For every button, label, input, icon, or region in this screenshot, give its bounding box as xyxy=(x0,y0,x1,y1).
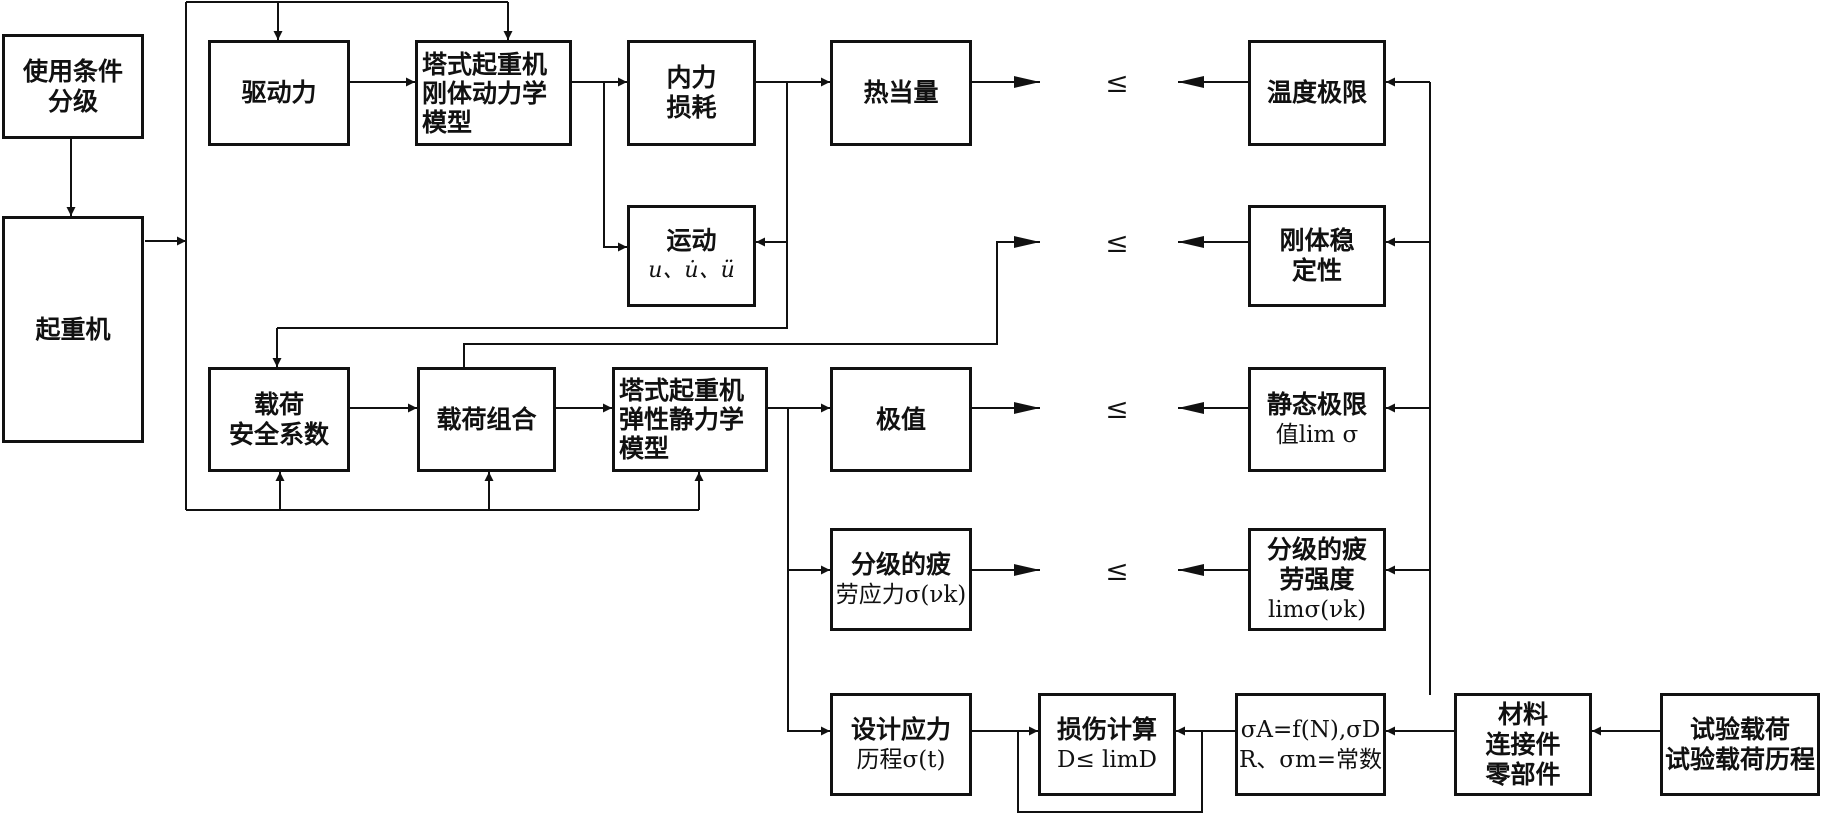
heat-equivalent-label: 热当量 xyxy=(863,78,939,107)
crane-box: 起重机 xyxy=(2,216,144,443)
elastic-model-line-2: 弹性静力学 xyxy=(619,405,745,434)
design-stress-line-1: 设计应力 xyxy=(850,714,951,744)
damage-calc-box: 损伤计算 D≤ limD xyxy=(1038,693,1176,796)
rigid-stability-box: 刚体稳 定性 xyxy=(1248,205,1386,307)
test-load-box: 试验载荷 试验载荷历程 xyxy=(1660,693,1820,796)
load-safety-line-2: 安全系数 xyxy=(228,419,329,449)
motion-label: 运动 xyxy=(666,226,717,255)
sn-params-line-2: R、σm=常数 xyxy=(1238,746,1383,773)
temp-limit-box: 温度极限 xyxy=(1248,40,1386,146)
materials-line-3: 零部件 xyxy=(1485,759,1561,789)
le-sign-4: ≤ xyxy=(1105,554,1129,587)
static-limit-formula: 值lim σ xyxy=(1275,421,1359,448)
design-stress-formula: 历程σ(t) xyxy=(856,746,946,773)
load-safety-line-1: 载荷 xyxy=(253,389,304,419)
static-limit-box: 静态极限 值lim σ xyxy=(1248,367,1386,472)
load-combination-box: 载荷组合 xyxy=(417,367,556,472)
load-combination-label: 载荷组合 xyxy=(436,404,537,434)
usage-class-line-1: 使用条件 xyxy=(22,56,123,86)
design-stress-history-box: 设计应力 历程σ(t) xyxy=(830,693,972,796)
damage-calc-formula: D≤ limD xyxy=(1057,746,1157,773)
materials-box: 材料 连接件 零部件 xyxy=(1454,693,1592,796)
damage-calc-label: 损伤计算 xyxy=(1056,714,1157,744)
test-load-line-2: 试验载荷历程 xyxy=(1664,744,1815,774)
rigid-model-line-2: 刚体动力学 xyxy=(422,78,548,108)
sn-params-box: σA=f(N),σD R、σm=常数 xyxy=(1235,693,1386,796)
graded-fatigue-stress-box: 分级的疲 劳应力σ(νk) xyxy=(830,528,972,631)
rigid-model-line-1: 塔式起重机 xyxy=(422,49,548,79)
le-sign-3: ≤ xyxy=(1105,392,1129,425)
internal-loss-line-2: 损耗 xyxy=(666,93,717,122)
rigid-dynamics-model-box: 塔式起重机 刚体动力学 模型 xyxy=(415,40,572,146)
drive-force-label: 驱动力 xyxy=(241,78,317,107)
motion-formula: u、u̇、ü xyxy=(648,258,735,283)
extreme-value-label: 极值 xyxy=(875,404,926,434)
elastic-model-line-3: 模型 xyxy=(619,434,670,463)
arrow-load-combo-to-le2 xyxy=(463,236,1040,367)
crane-label: 起重机 xyxy=(35,314,111,344)
le-sign-2: ≤ xyxy=(1105,226,1129,259)
internal-loss-line-1: 内力 xyxy=(666,63,717,92)
materials-line-2: 连接件 xyxy=(1485,729,1561,759)
arrow-rigid-to-motion xyxy=(603,82,627,252)
fatigue-stress-line-1: 分级的疲 xyxy=(850,549,951,579)
motion-box: 运动 u、u̇、ü xyxy=(627,205,756,307)
feedback-line xyxy=(277,82,788,329)
graded-fatigue-strength-box: 分级的疲 劳强度 limσ(νk) xyxy=(1248,528,1386,631)
fatigue-strength-line-1: 分级的疲 xyxy=(1266,534,1367,564)
test-load-line-1: 试验载荷 xyxy=(1689,714,1790,744)
materials-line-1: 材料 xyxy=(1497,699,1548,729)
le-sign-1: ≤ xyxy=(1105,66,1129,99)
drive-force-box: 驱动力 xyxy=(208,40,350,146)
fatigue-stress-formula: 劳应力σ(νk) xyxy=(835,581,967,608)
temp-limit-label: 温度极限 xyxy=(1266,78,1367,107)
elastic-model-line-1: 塔式起重机 xyxy=(619,376,745,405)
elastic-down-bus xyxy=(787,408,830,736)
heat-equivalent-box: 热当量 xyxy=(830,40,972,146)
rigid-stability-line-1: 刚体稳 xyxy=(1279,226,1355,255)
usage-class-box: 使用条件 分级 xyxy=(2,34,144,139)
rigid-model-line-3: 模型 xyxy=(422,107,473,137)
rigid-stability-line-2: 定性 xyxy=(1291,256,1342,285)
load-safety-box: 载荷 安全系数 xyxy=(208,367,350,472)
fatigue-strength-line-2: 劳强度 xyxy=(1279,564,1355,594)
extreme-value-box: 极值 xyxy=(830,367,972,472)
fatigue-strength-formula: limσ(νk) xyxy=(1267,596,1367,623)
damage-loop xyxy=(1017,731,1203,813)
static-limit-line-1: 静态极限 xyxy=(1266,389,1367,419)
internal-loss-box: 内力 损耗 xyxy=(627,40,756,146)
elastic-statics-model-box: 塔式起重机 弹性静力学 模型 xyxy=(612,367,768,472)
sn-params-line-1: σA=f(N),σD xyxy=(1240,716,1381,743)
usage-class-line-2: 分级 xyxy=(47,86,98,116)
